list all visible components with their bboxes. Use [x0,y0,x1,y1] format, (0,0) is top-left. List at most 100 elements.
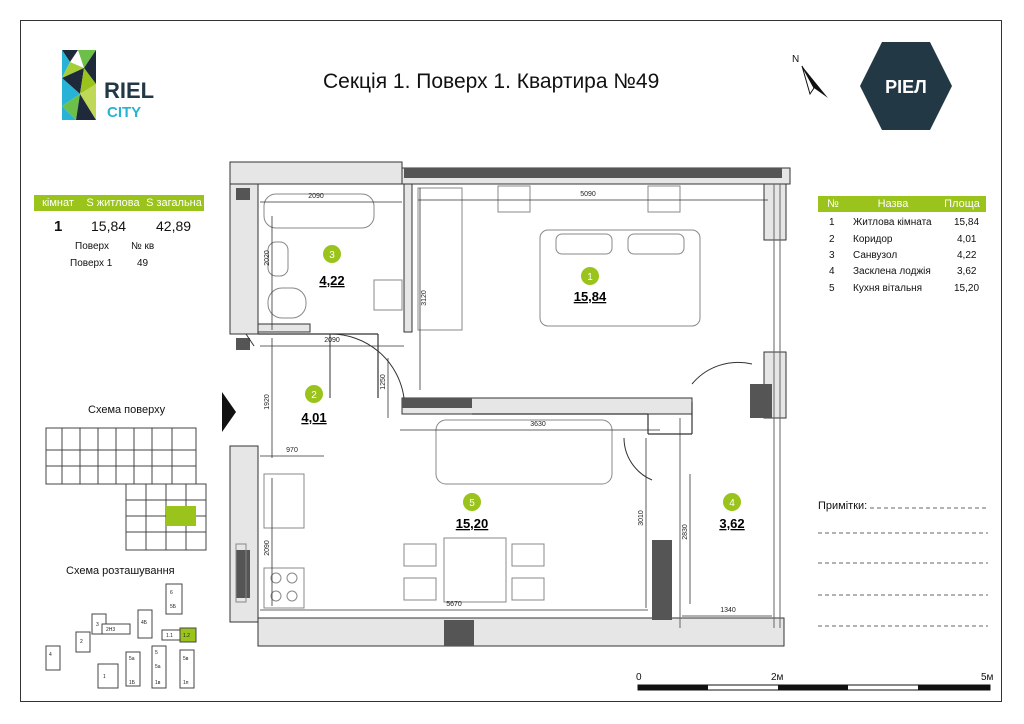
rooms-table-name: Коридор [853,234,893,245]
site-label: 5а [155,664,161,670]
plan-dim-label: 2090 [264,540,271,556]
room-number: 3 [329,250,335,261]
notes-label: Примітки: [818,500,868,512]
plan-dim-label: 3630 [530,421,546,428]
riel-city-logo: RIEL CITY [62,50,154,121]
rooms-table-area: 4,01 [957,234,977,245]
plan-dim-label: 970 [286,447,298,454]
plan-dim-label: 5670 [446,601,462,608]
room-area: 4,22 [319,273,344,288]
room-area: 15,84 [574,289,607,304]
site-label: 5а [129,656,135,662]
summary-header-living: S житлова [86,197,140,209]
rooms-table-num: 1 [829,217,835,228]
room-marker-5: 5 15,20 [456,493,489,531]
site-label: 1п [183,680,189,686]
scale-start-label: 0 [636,672,642,683]
room-area: 3,62 [719,516,744,531]
site-label: 1.1 [166,633,173,639]
site-label: 1 [103,674,106,680]
rooms-table-num: 4 [829,266,835,277]
floor-scheme-label: Схема поверху [88,404,166,416]
summary-total-value: 42,89 [156,218,192,234]
site-label: 5в [183,656,189,662]
site-label: 2 [80,639,83,645]
rooms-table-name: Санвузол [853,250,898,261]
summary-floor-value: Поверх 1 [70,258,113,269]
site-label: 4Б [141,620,148,626]
rooms-header-num: № [827,198,839,210]
site-label: 3 [96,622,99,628]
site-label: 4 [49,652,52,658]
scale-end-label: 5м [981,672,994,683]
plan-dim-label: 1920 [264,394,271,410]
plan-dim-label: 2830 [682,524,689,540]
plan-dim-label: 1250 [380,374,387,390]
room-marker-2: 2 4,01 [301,385,327,425]
site-label: 1.2 [183,633,190,639]
logo-city-text: CITY [107,104,141,121]
site-label: 5Б [170,604,177,610]
site-label: 5 [155,650,158,656]
entrance-arrow-icon [222,392,236,432]
rooms-header-area: Площа [944,198,980,210]
room-marker-4: 4 3,62 [719,493,745,531]
plan-walls [229,161,791,647]
notes-lines [818,507,988,627]
room-marker-3: 3 4,22 [319,245,345,288]
rooms-header-name: Назва [877,198,909,210]
rooms-table-name: Засклена лоджія [853,266,931,277]
plan-dim-label: 2090 [324,337,340,344]
site-scheme-highlight [179,627,197,643]
plan-dim-label: 3120 [421,290,428,306]
summary-apt-value: 49 [137,258,149,269]
scale-bar [637,684,991,691]
site-label: 1Б [129,680,136,686]
riel-hex-logo: РІЕЛ [860,42,952,130]
floor-plan: 2090 5090 2020 3120 2090 1250 1920 3630 … [229,161,791,647]
room-number: 4 [729,498,735,509]
rooms-table-num: 5 [829,283,835,294]
rooms-table-name: Кухня вітальня [853,283,923,294]
room-area: 4,01 [301,410,326,425]
summary-floor-label: Поверх [75,241,109,252]
rooms-table-header: № Назва Площа [818,196,986,212]
rooms-table-area: 15,84 [954,217,980,228]
summary-header-row: кімнат S житлова S загальна [34,195,204,211]
page-title: Секція 1. Поверх 1. Квартира №49 [323,70,660,93]
room-area: 15,20 [456,516,489,531]
floor-scheme-map [45,427,207,551]
room-number: 5 [469,498,475,509]
site-label: 6 [170,590,173,596]
site-scheme-label: Схема розташування [66,565,175,577]
plan-dim-label: 2020 [264,250,271,266]
site-label: 2H3 [106,627,115,633]
plan-dim-label: 5090 [580,191,596,198]
summary-header-total: S загальна [146,197,202,209]
plan-dim-label: 2090 [308,193,324,200]
scale-mid-label: 2м [771,672,784,683]
rooms-table-num: 2 [829,234,835,245]
room-number: 1 [587,272,593,283]
logo-riel-text: RIEL [104,78,154,103]
page-frame [20,20,1002,702]
plan-dim-label: 3010 [638,510,645,526]
room-marker-1: 1 15,84 [574,267,607,304]
floor-scheme-highlight [166,506,196,526]
site-label: 1в [155,680,161,686]
summary-rooms-value: 1 [54,218,63,235]
summary-header-rooms: кімнат [42,197,74,209]
room-number: 2 [311,390,317,401]
rooms-table-area: 4,22 [957,250,977,261]
compass-north-label: N [792,54,799,65]
riel-city-logo-mark [62,50,96,120]
rooms-table-area: 3,62 [957,266,977,277]
site-scheme-map: 4 2 3 2H3 4Б 1 5а 5 5в 1Б 1в 1п 6 5Б 5а … [45,583,197,689]
plan-dim-label: 1340 [720,607,736,614]
rooms-table-num: 3 [829,250,835,261]
plan-columns [236,168,782,646]
riel-hex-logo-text: РІЕЛ [885,77,927,97]
compass-north-icon: N [792,54,828,98]
rooms-table-name: Житлова кімната [853,217,932,228]
